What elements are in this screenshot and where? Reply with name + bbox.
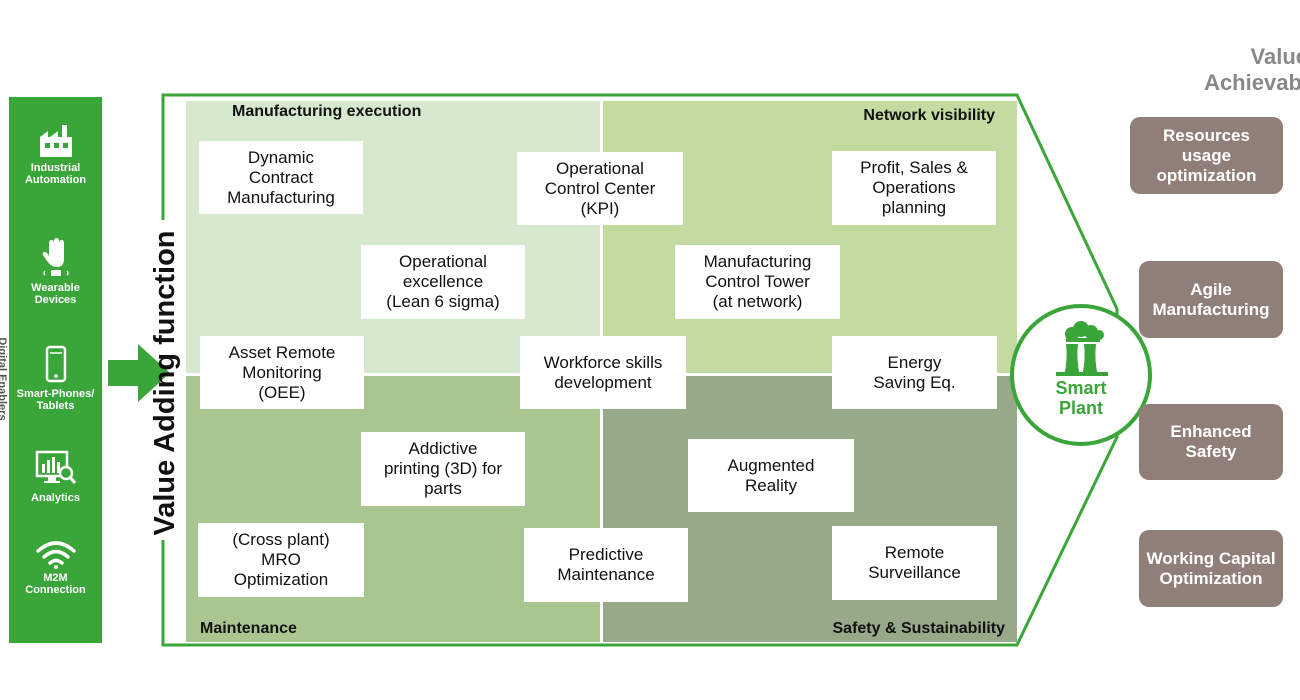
hand-icon — [42, 238, 69, 276]
enabler-label: M2M Connection — [25, 572, 86, 596]
value-box-agile-manufacturing: Agile Manufacturing — [1139, 261, 1283, 338]
box-augmented-reality: Augmented Reality — [688, 439, 854, 512]
quadrant-title: Manufacturing execution — [232, 103, 422, 120]
box-operational-control-center: Operational Control Center (KPI) — [517, 152, 683, 225]
box-additive-printing: Addictive printing (3D) for parts — [361, 432, 525, 506]
enabler-label: Industrial Automation — [24, 162, 87, 186]
value-box-working-capital: Working Capital Optimization — [1139, 530, 1283, 607]
box-profit-sales-operations: Profit, Sales & Operations planning — [832, 151, 996, 225]
enabler-m2m-connection: M2M Connection — [9, 539, 102, 596]
analytics-icon — [35, 450, 76, 484]
quadrant-maintenance: Maintenance — [186, 376, 600, 642]
arrow-right-icon — [108, 344, 170, 402]
value-box-enhanced-safety: Enhanced Safety — [1139, 404, 1283, 480]
enabler-industrial-automation: Industrial Automation — [9, 123, 102, 186]
quadrant-title: Maintenance — [200, 620, 297, 637]
box-energy-saving: Energy Saving Eq. — [832, 336, 997, 409]
smart-plant-circle: Smart Plant — [1010, 304, 1152, 446]
value-box-resources-usage: Resources usage optimization — [1130, 117, 1283, 194]
wifi-icon — [35, 541, 76, 569]
enabler-label: Smart-Phones/ Tablets — [16, 388, 95, 412]
box-workforce-skills: Workforce skills development — [520, 336, 686, 409]
box-asset-remote-monitoring: Asset Remote Monitoring (OEE) — [200, 336, 364, 409]
enabler-wearable-devices: Wearable Devices — [9, 237, 102, 306]
value-achievable-title: Value Achievabl — [1204, 44, 1300, 95]
box-operational-excellence: Operational excellence (Lean 6 sigma) — [361, 245, 525, 319]
value-adding-function-label: Value Adding function — [149, 230, 181, 536]
box-predictive-maintenance: Predictive Maintenance — [524, 528, 688, 602]
enabler-label: Analytics — [31, 492, 80, 504]
factory-icon — [39, 125, 72, 157]
box-remote-surveillance: Remote Surveillance — [832, 526, 997, 600]
digital-enablers-bar: Industrial Automation Wearable Devices S… — [9, 97, 102, 643]
enabler-smartphones-tablets: Smart-Phones/ Tablets — [9, 345, 102, 412]
quadrant-title: Safety & Sustainability — [832, 620, 1006, 637]
factory-smoke-icon — [1056, 321, 1108, 376]
enabler-label: Wearable Devices — [31, 282, 80, 306]
smart-plant-label: Smart Plant — [1055, 378, 1107, 418]
quadrant-network-visibility: Network visibility — [603, 101, 1017, 373]
box-manufacturing-control-tower: Manufacturing Control Tower (at network) — [675, 245, 840, 319]
enabler-analytics: Analytics — [9, 449, 102, 504]
box-mro-optimization: (Cross plant) MRO Optimization — [198, 523, 364, 597]
box-dynamic-contract-manufacturing: Dynamic Contract Manufacturing — [199, 141, 363, 214]
smartphone-icon — [45, 345, 66, 383]
quadrant-title: Network visibility — [863, 107, 995, 124]
